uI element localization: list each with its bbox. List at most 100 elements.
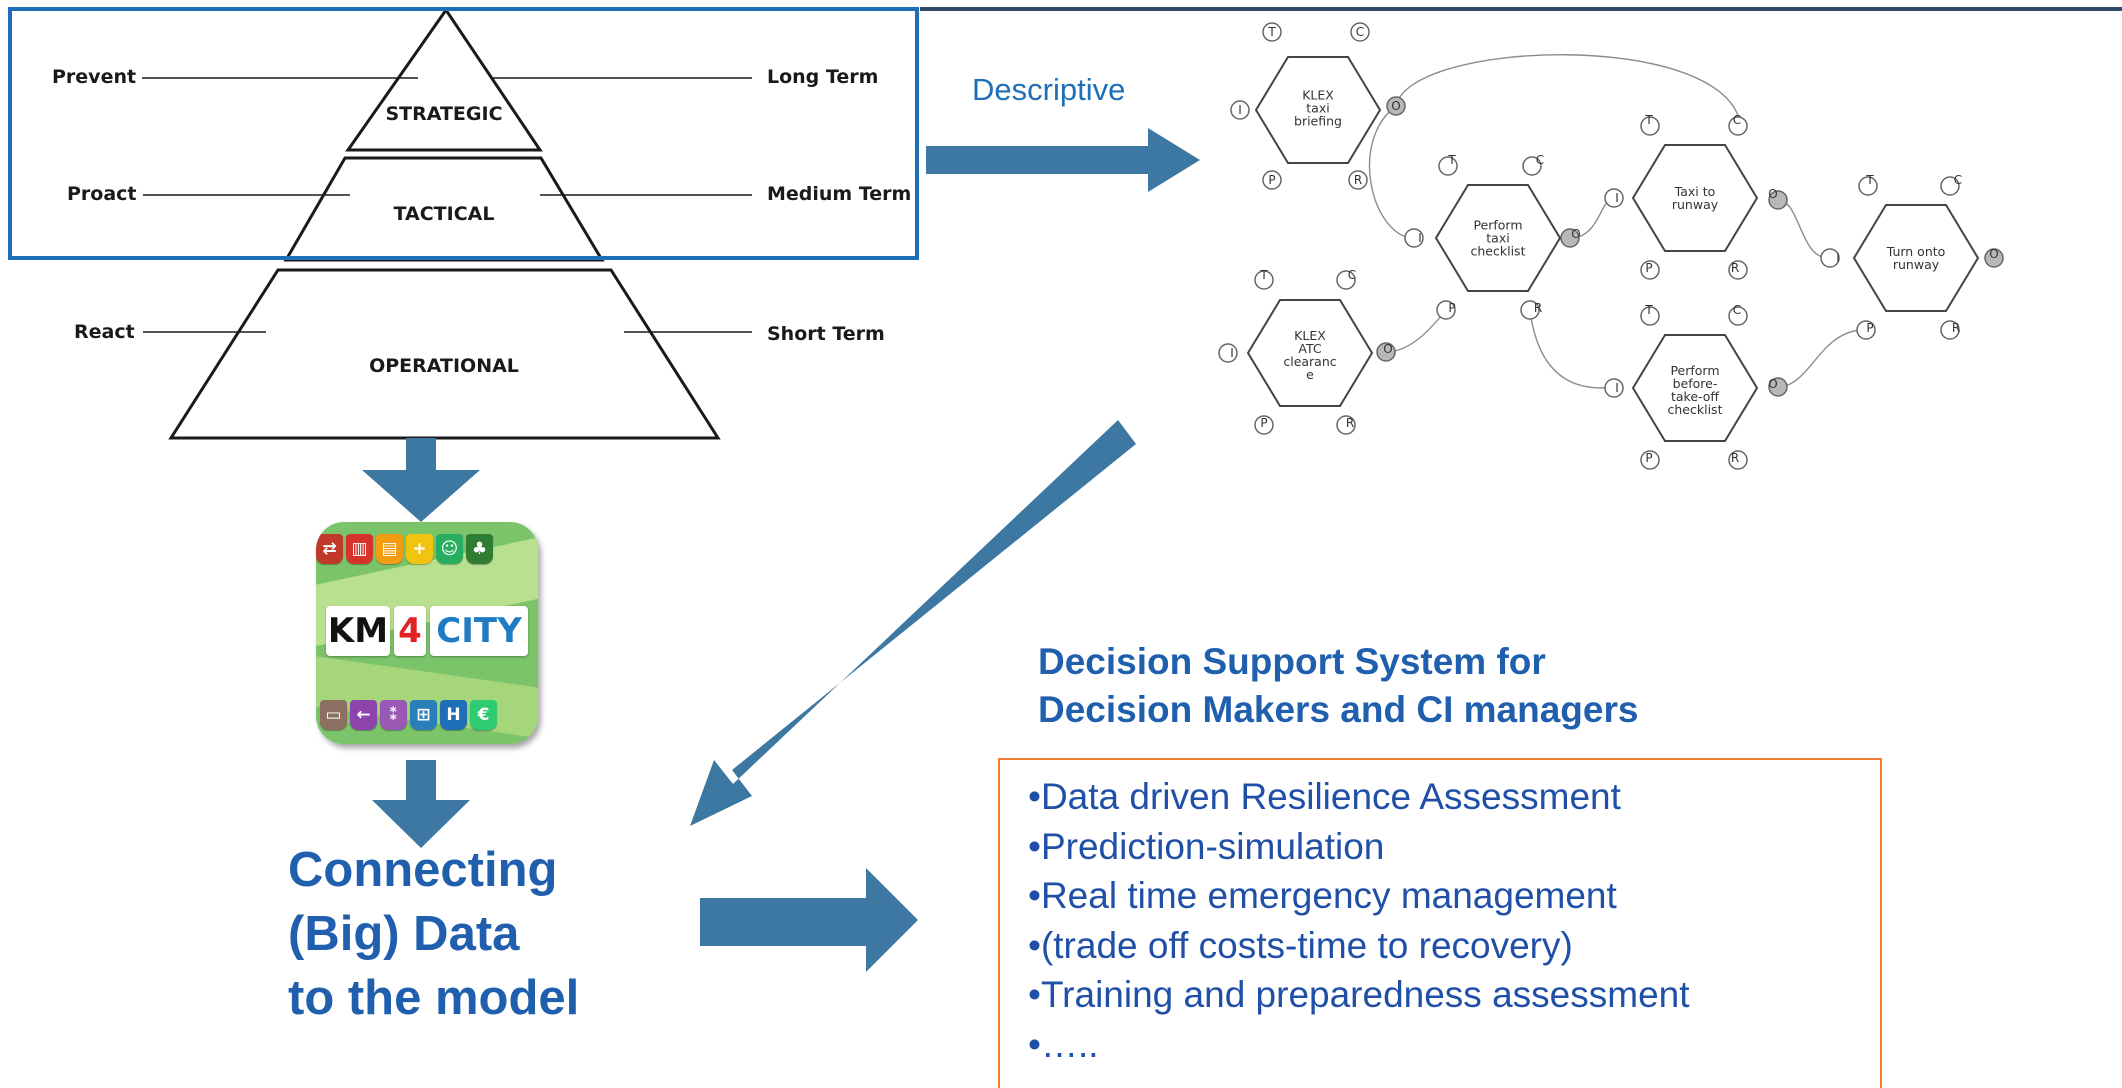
fram-aspect-resource-label: R [1353, 173, 1363, 187]
fram-aspect-precondition-label: P [1448, 301, 1456, 315]
fram-link [1385, 309, 1447, 353]
fram-aspect-control-label: C [1347, 268, 1357, 282]
plus-icon: + [406, 534, 433, 564]
fram-aspect-precondition-label: P [1268, 173, 1276, 187]
fram-link [1777, 329, 1865, 388]
strategic-tactical-frame [8, 7, 919, 260]
fram-aspect-input-label: I [1615, 191, 1619, 205]
connecting-big-data-text: Connecting (Big) Data to the model [288, 838, 579, 1030]
fram-function-hex [1246, 299, 1374, 407]
fram-link [1777, 199, 1829, 259]
fram-aspect-resource-label: R [1730, 451, 1740, 465]
dss-title-line: Decision Support System for [1038, 641, 1546, 682]
euro-icon: € [470, 700, 497, 730]
arrow-pyramid-to-km4city [362, 438, 480, 522]
book-icon: ▥ [346, 534, 373, 564]
fram-aspect-precondition-label: P [1260, 416, 1268, 430]
arrow-km4city-to-connecting [372, 760, 470, 848]
arrows [362, 128, 1200, 972]
dss-title: Decision Support System for Decision Mak… [1038, 638, 1638, 734]
dss-feature-item: •(trade off costs-time to recovery) [1028, 924, 1573, 966]
transport-icon: ⇄ [316, 534, 343, 564]
fram-aspect-time-label: T [1260, 268, 1268, 282]
fram-link [1368, 105, 1411, 239]
fram-function-hex [1254, 56, 1382, 164]
dss-feature-item: •Real time emergency management [1028, 875, 1617, 916]
fram-aspect-output-label: O [1768, 377, 1778, 391]
fram-aspect-time-label: T [1645, 303, 1653, 317]
connecting-line: to the model [288, 971, 580, 1025]
fram-aspect-input-label: I [1238, 103, 1242, 117]
fram-aspect-output-label: O [1768, 187, 1778, 201]
connecting-line: Connecting [288, 843, 558, 897]
dss-feature-item: •Prediction-simulation [1028, 825, 1385, 867]
label-proact: Proact [67, 183, 137, 205]
arrow-to-fram-model [926, 128, 1200, 192]
pyramid-level-tactical: TACTICAL [393, 203, 495, 225]
fram-function-hex [1434, 184, 1562, 292]
fram-output-circles [1376, 96, 2004, 397]
fram-aspect-input-label: I [1418, 231, 1422, 245]
label-react: React [74, 321, 135, 343]
fram-aspect-resource-label: R [1533, 301, 1543, 315]
dss-feature-item: •….. [1028, 1023, 1099, 1065]
fram-aspect-resource-label: R [1730, 261, 1740, 275]
fram-aspect-precondition-label: P [1866, 321, 1874, 335]
label-short-term: Short Term [767, 323, 885, 345]
fram-function-hex [1631, 144, 1759, 252]
fram-aspect-control-label: C [1732, 303, 1742, 317]
fram-aspect-precondition-label: P [1645, 451, 1653, 465]
fram-aspect-time-label: T [1645, 113, 1653, 127]
fram-aspect-time-label: T [1866, 173, 1874, 187]
fram-aspect-output-label: O [1989, 247, 1999, 261]
fram-aspect-input-label: I [1615, 381, 1619, 395]
bed-icon: ▭ [320, 700, 347, 730]
arrow-connecting-to-dss [700, 868, 918, 972]
dss-feature-item: •Training and preparedness assessment [1028, 974, 1690, 1015]
pyramid-level-operational: OPERATIONAL [369, 355, 519, 377]
km4city-km: KM [326, 606, 390, 656]
fram-aspect-output-label: O [1383, 342, 1393, 356]
fram-aspect-precondition-label: P [1645, 261, 1653, 275]
fram-aspect-control-label: C [1355, 25, 1365, 39]
service-icon: ⁑ [380, 700, 407, 730]
pyramid-strategic-level [345, 7, 543, 152]
fram-aspect-time-label: T [1448, 153, 1456, 167]
fram-aspect-control-label: C [1732, 113, 1742, 127]
fram-function-hex [1631, 334, 1759, 442]
fram-aspect-input-label: I [1836, 251, 1840, 265]
fram-function-label: KLEX taxi briefing [1294, 87, 1342, 129]
fram-link [1529, 309, 1615, 389]
km4city-logo: ⇄ ▥ ▤ + ☺ ♣ KM 4 CITY ▭ ← ⁑ ⊞ H € [316, 522, 538, 744]
fram-aspect-output-label: O [1571, 227, 1581, 241]
dss-feature-box: •Data driven Resilience Assessment •Pred… [998, 758, 1882, 1088]
connecting-line: (Big) Data [288, 907, 520, 961]
pyramid-operational-level [168, 268, 721, 440]
dss-feature-item: •Data driven Resilience Assessment [1028, 776, 1621, 817]
fram-aspect-output-label: O [1391, 99, 1401, 113]
fram-links [1368, 54, 1865, 389]
dss-title-line: Decision Makers and CI managers [1038, 689, 1639, 730]
label-long-term: Long Term [767, 66, 879, 88]
fram-function-label: Turn onto runway [1886, 244, 1946, 272]
fram-function-label: Taxi to runway [1671, 184, 1719, 212]
km4city-bottom-icon-row: ▭ ← ⁑ ⊞ H € [320, 700, 497, 730]
fram-aspect-control-label: C [1953, 173, 1963, 187]
tree-icon: ♣ [466, 534, 493, 564]
fram-function-label: Perform taxi checklist [1470, 217, 1526, 259]
arrow-fram-to-connecting [690, 420, 1136, 826]
fram-function-label: Perform before- take-off checklist [1667, 363, 1723, 417]
fram-aspect-time-label: T [1268, 25, 1276, 39]
fram-function-label: KLEX ATC clearanc e [1283, 328, 1337, 382]
km4city-top-icon-row: ⇄ ▥ ▤ + ☺ ♣ [316, 534, 493, 564]
arrow-left-icon: ← [350, 700, 377, 730]
km4city-city: CITY [430, 606, 528, 656]
fram-aspect-resource-label: R [1951, 321, 1961, 335]
fram-aspect-control-label: C [1535, 153, 1545, 167]
document-icon: ▤ [376, 534, 403, 564]
hotel-icon: H [440, 700, 467, 730]
descriptive-label: Descriptive [972, 72, 1126, 107]
people-icon: ☺ [436, 534, 463, 564]
dss-feature-list: •Data driven Resilience Assessment •Pred… [1000, 760, 1880, 1069]
